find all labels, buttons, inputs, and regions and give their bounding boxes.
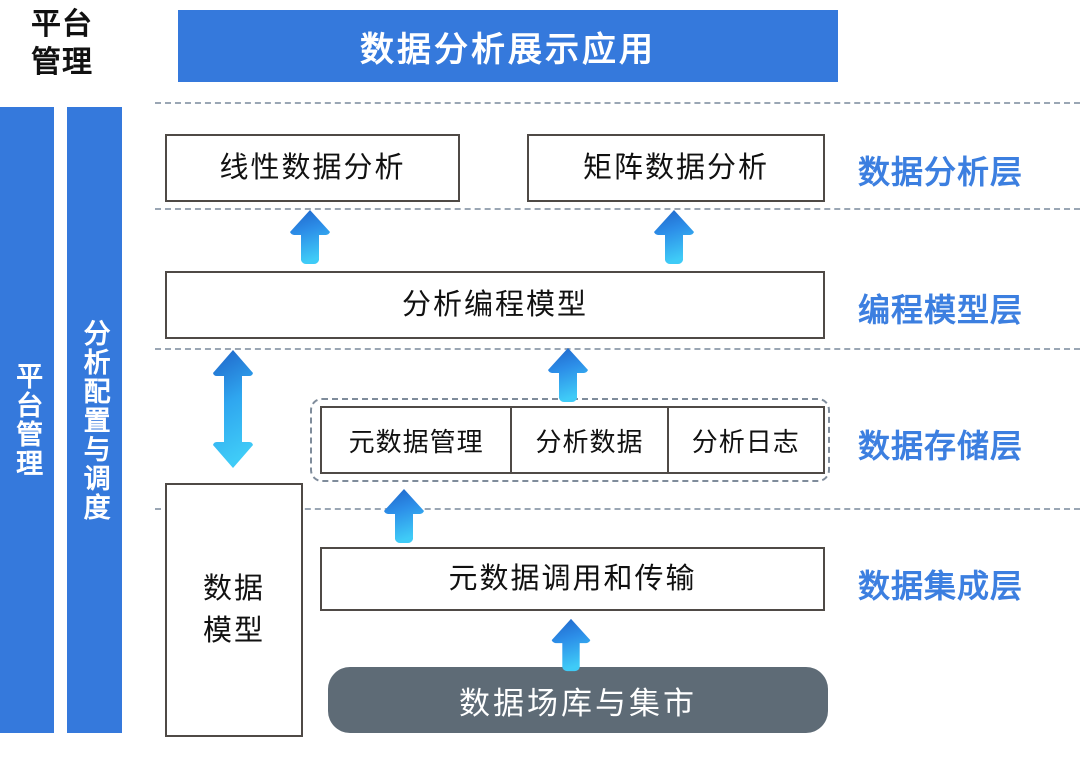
- caption-line-1: 平台: [31, 8, 93, 41]
- storage-cell-analysis-log: 分析日志: [691, 426, 800, 457]
- arrow-up-to-storage-layer-icon: [382, 487, 426, 545]
- sidebar-analysis-config-schedule-label: 分析配置与调度: [79, 318, 110, 522]
- storage-cell-analysis-data: 分析数据: [512, 408, 669, 472]
- arrow-up-to-matrix-analysis-icon: [652, 208, 696, 266]
- storage-cell-metadata-management: 元数据管理: [322, 408, 513, 472]
- arrow-up-to-programming-model-icon: [546, 346, 590, 404]
- box-data-warehouse-and-mart: 数据场库与集市: [328, 667, 828, 733]
- box-metadata-call-and-transfer: 元数据调用和传输: [320, 547, 825, 611]
- header-title: 数据分析展示应用: [360, 30, 656, 69]
- sidebar-platform-management: 平台管理: [0, 107, 54, 733]
- box-linear-data-analysis-label: 线性数据分析: [219, 151, 406, 184]
- box-data-model-line-2: 模型: [202, 615, 265, 647]
- box-linear-data-analysis: 线性数据分析: [165, 134, 460, 202]
- layer-label-programming-model: 编程模型层: [858, 292, 1024, 328]
- box-metadata-call-and-transfer-label: 元数据调用和传输: [448, 562, 697, 595]
- layer-label-data-analysis: 数据分析层: [858, 154, 1024, 190]
- box-analysis-programming-model: 分析编程模型: [165, 271, 825, 339]
- caption-line-2: 管理: [31, 45, 93, 79]
- platform-management-caption: 平台 管理: [2, 6, 122, 81]
- box-data-warehouse-and-mart-label: 数据场库与集市: [459, 685, 697, 721]
- arrow-up-to-metadata-transfer-icon: [549, 617, 593, 673]
- header-banner: 数据分析展示应用: [178, 10, 838, 82]
- box-matrix-data-analysis-label: 矩阵数据分析: [582, 151, 769, 184]
- box-data-model: 数据 模型: [165, 483, 303, 737]
- box-data-model-label: 数据 模型: [203, 568, 265, 652]
- layer-separator-2: [155, 208, 1080, 210]
- layer-separator-4: [155, 508, 1080, 510]
- sidebar-platform-management-label: 平台管理: [12, 362, 43, 478]
- box-analysis-programming-model-label: 分析编程模型: [401, 288, 588, 321]
- layer-separator-1: [155, 102, 1080, 104]
- sidebar-analysis-config-schedule: 分析配置与调度: [67, 107, 122, 733]
- storage-layer-row: 元数据管理 分析数据 分析日志: [320, 406, 825, 474]
- layer-separator-3: [155, 348, 1080, 350]
- box-matrix-data-analysis: 矩阵数据分析: [527, 134, 825, 202]
- arrow-up-to-linear-analysis-icon: [288, 208, 332, 266]
- layer-label-data-integration: 数据集成层: [858, 568, 1024, 604]
- arrow-double-data-model-icon: [210, 348, 256, 470]
- box-data-model-line-1: 数据: [202, 572, 265, 605]
- layer-label-data-storage: 数据存储层: [858, 428, 1024, 464]
